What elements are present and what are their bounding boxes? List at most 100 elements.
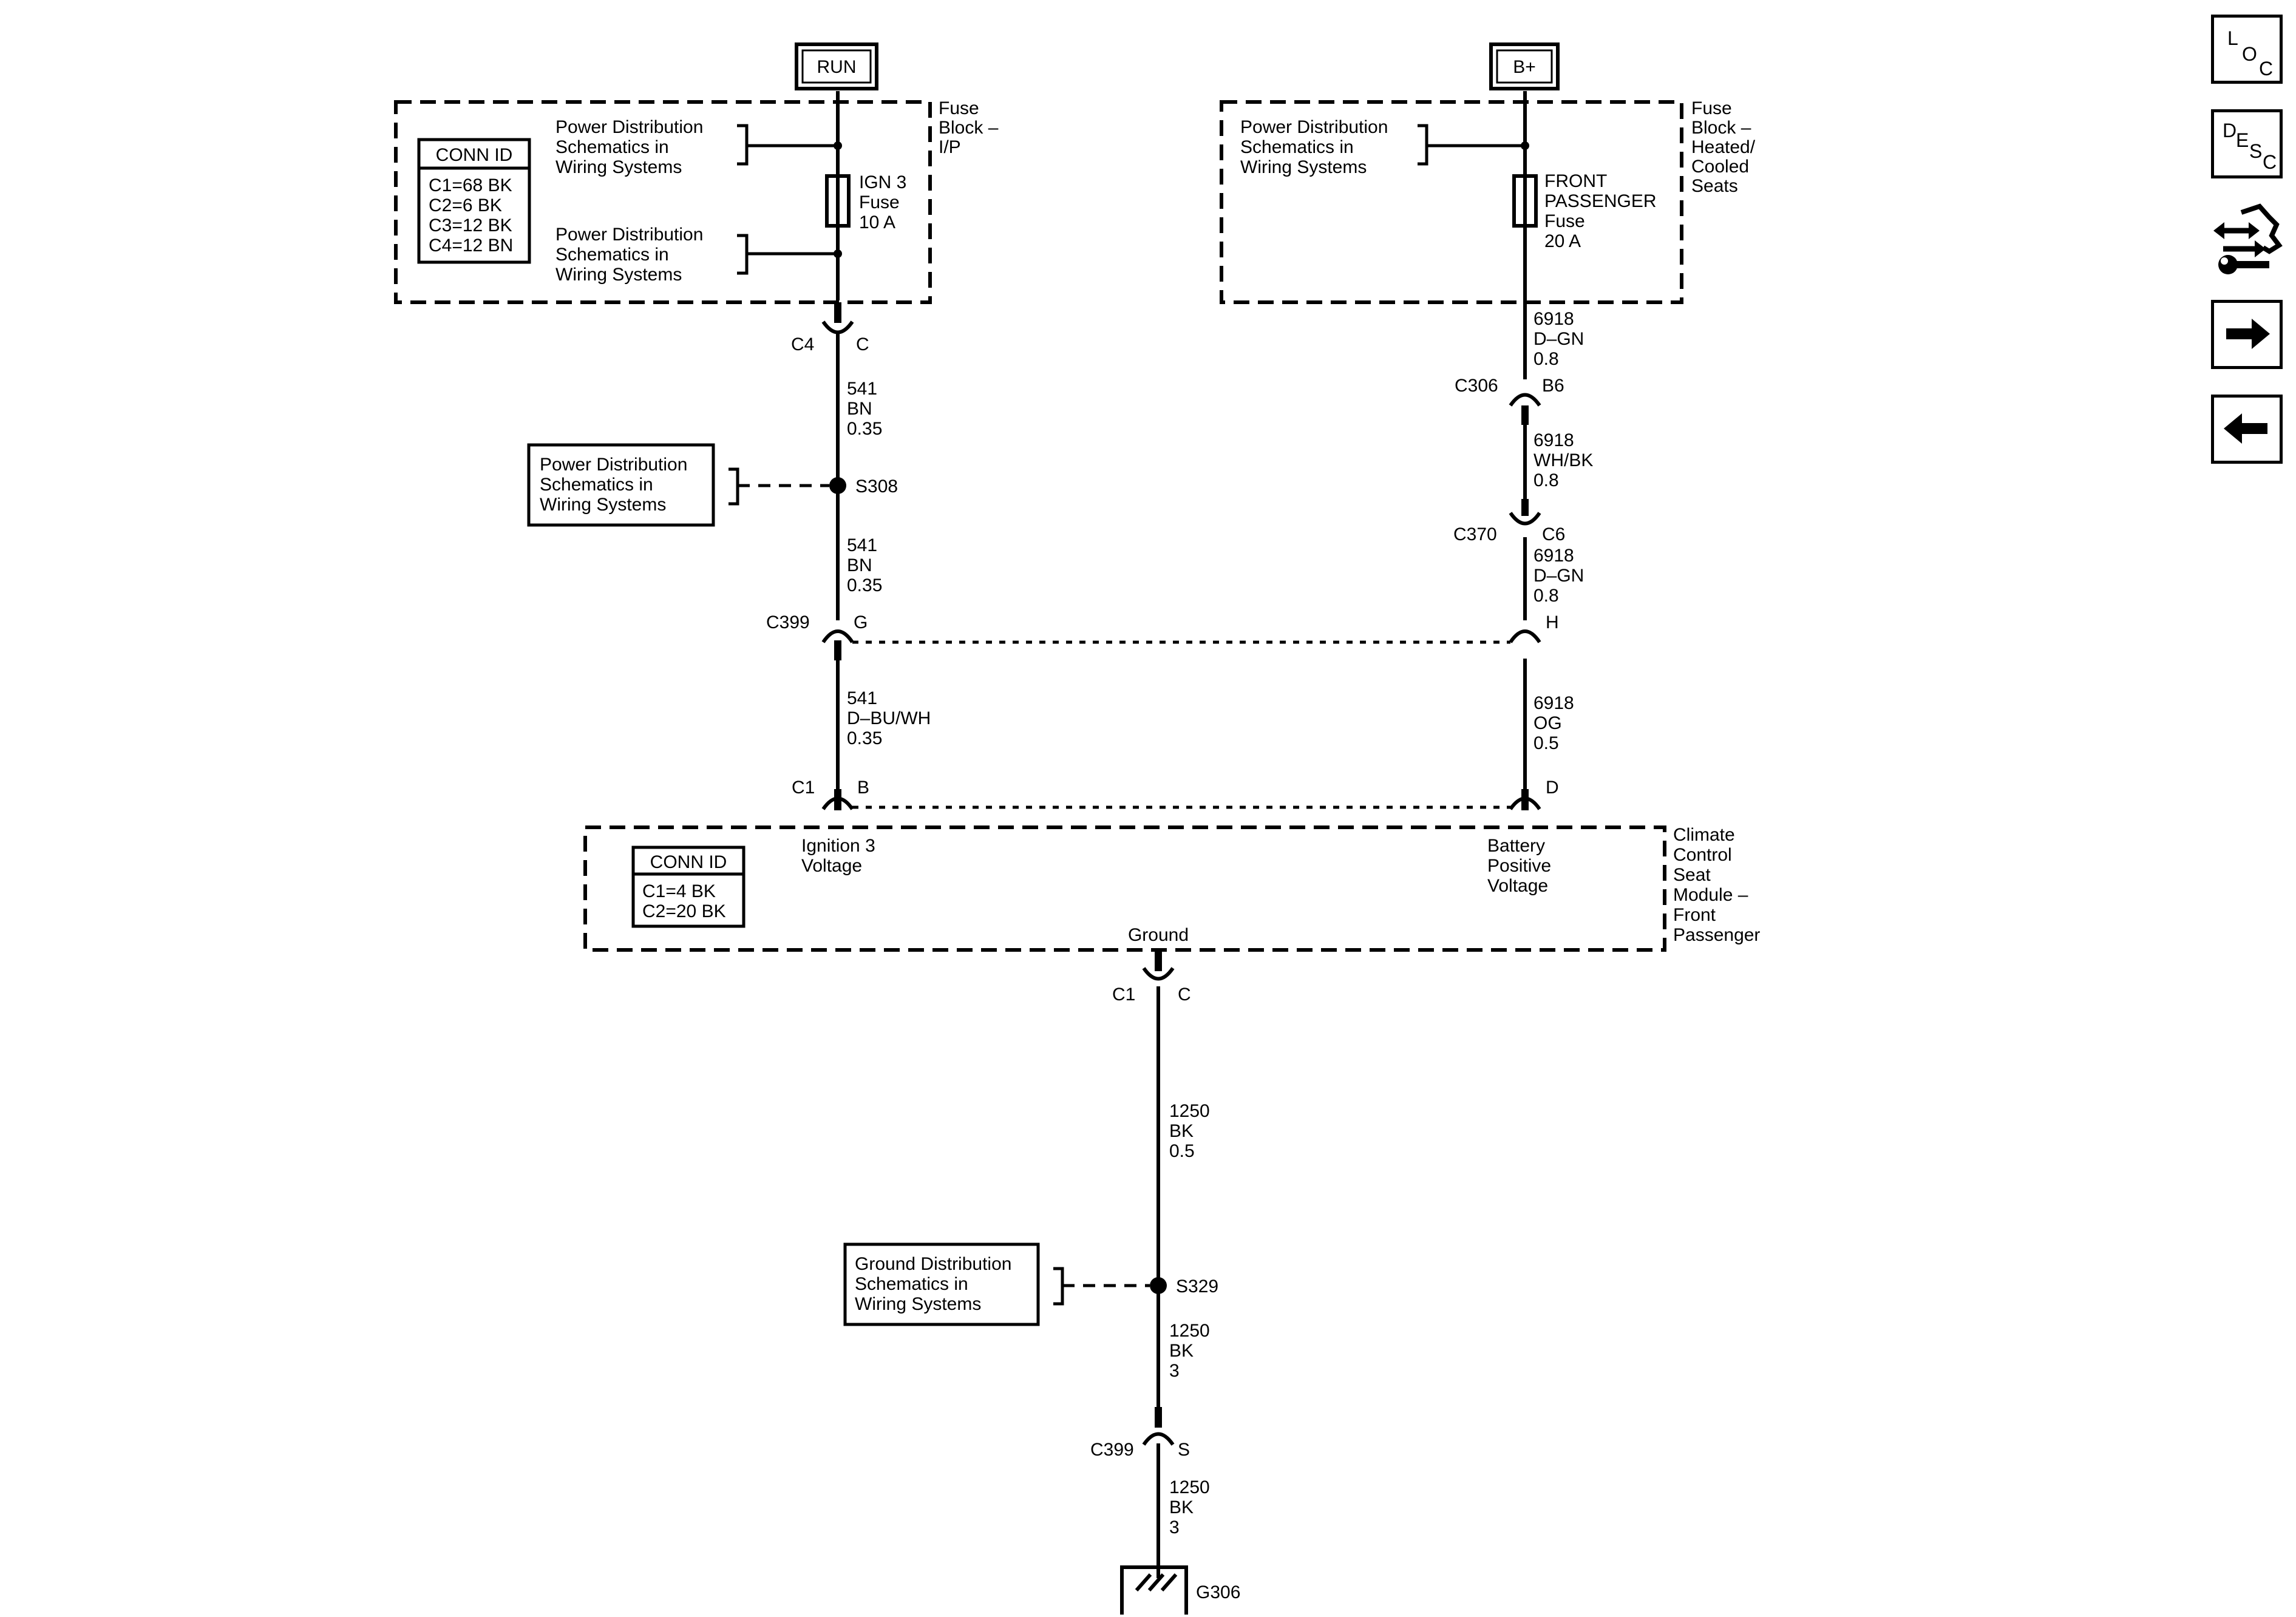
hcs-ref-text: Power Distribution Schematics in Wiring … [1240, 117, 1388, 177]
svg-text:541: 541 [847, 535, 877, 555]
loc-letter-o: O [2242, 43, 2257, 65]
svg-text:Block –: Block – [1691, 118, 1751, 138]
wire-6918-og: 6918 OG 0.5 [1533, 693, 1574, 753]
svg-text:C2=20 BK: C2=20 BK [642, 901, 726, 921]
svg-text:0.35: 0.35 [847, 575, 882, 595]
pin-s: S [1178, 1440, 1190, 1460]
climate-module-box [583, 825, 1666, 952]
svg-text:BN: BN [847, 399, 872, 419]
loc-letter-c: C [2259, 58, 2274, 80]
svg-text:D–GN: D–GN [1533, 329, 1584, 349]
diagnostic-tool-button[interactable] [2211, 200, 2283, 285]
wire-6918-dgn-2: 6918 D–GN 0.8 [1533, 546, 1584, 606]
conn-c1-left: C1 [792, 778, 815, 798]
fuse-block-ip-box [394, 100, 932, 304]
ignition-voltage-label: Ignition 3 Voltage [801, 836, 875, 876]
svg-text:Schematics in: Schematics in [540, 475, 653, 495]
bplus-source-box: B+ [1489, 42, 1560, 90]
run-label: RUN [817, 57, 857, 77]
svg-text:Wiring Systems: Wiring Systems [555, 265, 682, 285]
svg-text:Schematics in: Schematics in [1240, 137, 1354, 157]
svg-text:Heated/: Heated/ [1691, 137, 1756, 157]
wire-1250-bk-3-2: 1250 BK 3 [1169, 1477, 1210, 1537]
wire-1250-bk-3-1: 1250 BK 3 [1169, 1321, 1210, 1381]
ground-symbol-g306 [1120, 1565, 1188, 1615]
pin-g: G [854, 612, 868, 632]
desc-button[interactable]: D E S C [2211, 109, 2283, 178]
svg-text:3: 3 [1169, 1361, 1180, 1381]
svg-text:C1=4 BK: C1=4 BK [642, 881, 716, 901]
svg-text:IGN 3: IGN 3 [859, 172, 906, 192]
battery-voltage-label: Battery Positive Voltage [1487, 836, 1551, 896]
desc-letter-s: S [2249, 140, 2263, 162]
loc-button[interactable]: L O C [2211, 15, 2283, 84]
pin-d: D [1546, 778, 1559, 798]
bplus-label: B+ [1513, 57, 1536, 77]
svg-text:BK: BK [1169, 1341, 1194, 1361]
wire-6918-dgn-1: 6918 D–GN 0.8 [1533, 309, 1584, 369]
svg-text:C1=68 BK: C1=68 BK [429, 175, 512, 195]
svg-text:BN: BN [847, 555, 872, 575]
diagnostic-tool-icon [2213, 203, 2283, 274]
connector-symbols [821, 302, 1541, 1446]
svg-text:Schematics in: Schematics in [555, 245, 669, 265]
wire-541-dbu-wh: 541 D–BU/WH 0.35 [847, 688, 931, 748]
hcs-ref [1418, 124, 1525, 166]
fuse-block-hcs-box [1220, 100, 1683, 304]
svg-text:6918: 6918 [1533, 546, 1574, 566]
svg-text:20 A: 20 A [1544, 231, 1581, 251]
conn-c1-ground: C1 [1112, 985, 1135, 1005]
svg-text:Battery: Battery [1487, 836, 1545, 856]
climate-module-label: Climate Control Seat Module – Front Pass… [1673, 825, 1760, 945]
wire-1250-bk-0-5: 1250 BK 0.5 [1169, 1101, 1210, 1161]
desc-letter-e: E [2236, 129, 2249, 151]
ground-pin-label: Ground [1128, 925, 1189, 945]
svg-text:Power Distribution: Power Distribution [555, 117, 703, 137]
arrow-right-icon [2226, 319, 2270, 349]
fuse-block-ip-label: Fuse Block – I/P [939, 98, 999, 157]
svg-text:PASSENGER: PASSENGER [1544, 191, 1657, 211]
svg-text:FRONT: FRONT [1544, 171, 1607, 191]
svg-text:0.8: 0.8 [1533, 586, 1559, 606]
pin-c6: C6 [1542, 524, 1565, 544]
svg-text:Front: Front [1673, 905, 1716, 925]
s329-ref: Ground Distribution Schematics in Wiring… [843, 1242, 1150, 1326]
svg-text:Wiring Systems: Wiring Systems [555, 157, 682, 177]
svg-text:Power Distribution: Power Distribution [555, 225, 703, 245]
splice-s329 [1150, 1277, 1167, 1294]
svg-text:Passenger: Passenger [1673, 925, 1760, 945]
conn-id-table-ip: CONN ID C1=68 BK C2=6 BK C3=12 BK C4=12 … [417, 138, 531, 264]
ip-ref-top [737, 124, 838, 166]
svg-text:Wiring Systems: Wiring Systems [540, 495, 666, 515]
conn-c399-ground: C399 [1090, 1440, 1134, 1460]
svg-text:1250: 1250 [1169, 1321, 1210, 1341]
wire-541-bn-2: 541 BN 0.35 [847, 535, 882, 595]
svg-text:Wiring Systems: Wiring Systems [1240, 157, 1367, 177]
svg-text:6918: 6918 [1533, 693, 1574, 713]
svg-text:Positive: Positive [1487, 856, 1551, 876]
wire-541-bn-1: 541 BN 0.35 [847, 379, 882, 439]
previous-button[interactable] [2211, 395, 2283, 464]
svg-text:Power Distribution: Power Distribution [540, 455, 687, 475]
svg-text:0.5: 0.5 [1533, 733, 1559, 753]
svg-text:0.8: 0.8 [1533, 349, 1559, 369]
svg-text:0.8: 0.8 [1533, 470, 1559, 490]
svg-text:6918: 6918 [1533, 309, 1574, 329]
conn-c399-left: C399 [766, 612, 810, 632]
svg-text:Ignition 3: Ignition 3 [801, 836, 875, 856]
pin-c: C [856, 334, 869, 354]
next-button[interactable] [2211, 300, 2283, 369]
s308-ref: Power Distribution Schematics in Wiring … [527, 443, 829, 527]
svg-text:Control: Control [1673, 845, 1732, 865]
svg-text:1250: 1250 [1169, 1477, 1210, 1497]
run-source-box: RUN [795, 42, 878, 90]
ip-ref-bottom-text: Power Distribution Schematics in Wiring … [555, 225, 703, 285]
svg-text:Wiring Systems: Wiring Systems [855, 1294, 981, 1314]
svg-text:CONN ID: CONN ID [650, 852, 727, 872]
loc-letter-l: L [2227, 27, 2238, 49]
svg-text:D–GN: D–GN [1533, 566, 1584, 586]
svg-text:Fuse: Fuse [1544, 211, 1585, 231]
svg-text:Voltage: Voltage [801, 856, 862, 876]
svg-text:6918: 6918 [1533, 430, 1574, 450]
svg-text:CONN ID: CONN ID [436, 145, 513, 165]
